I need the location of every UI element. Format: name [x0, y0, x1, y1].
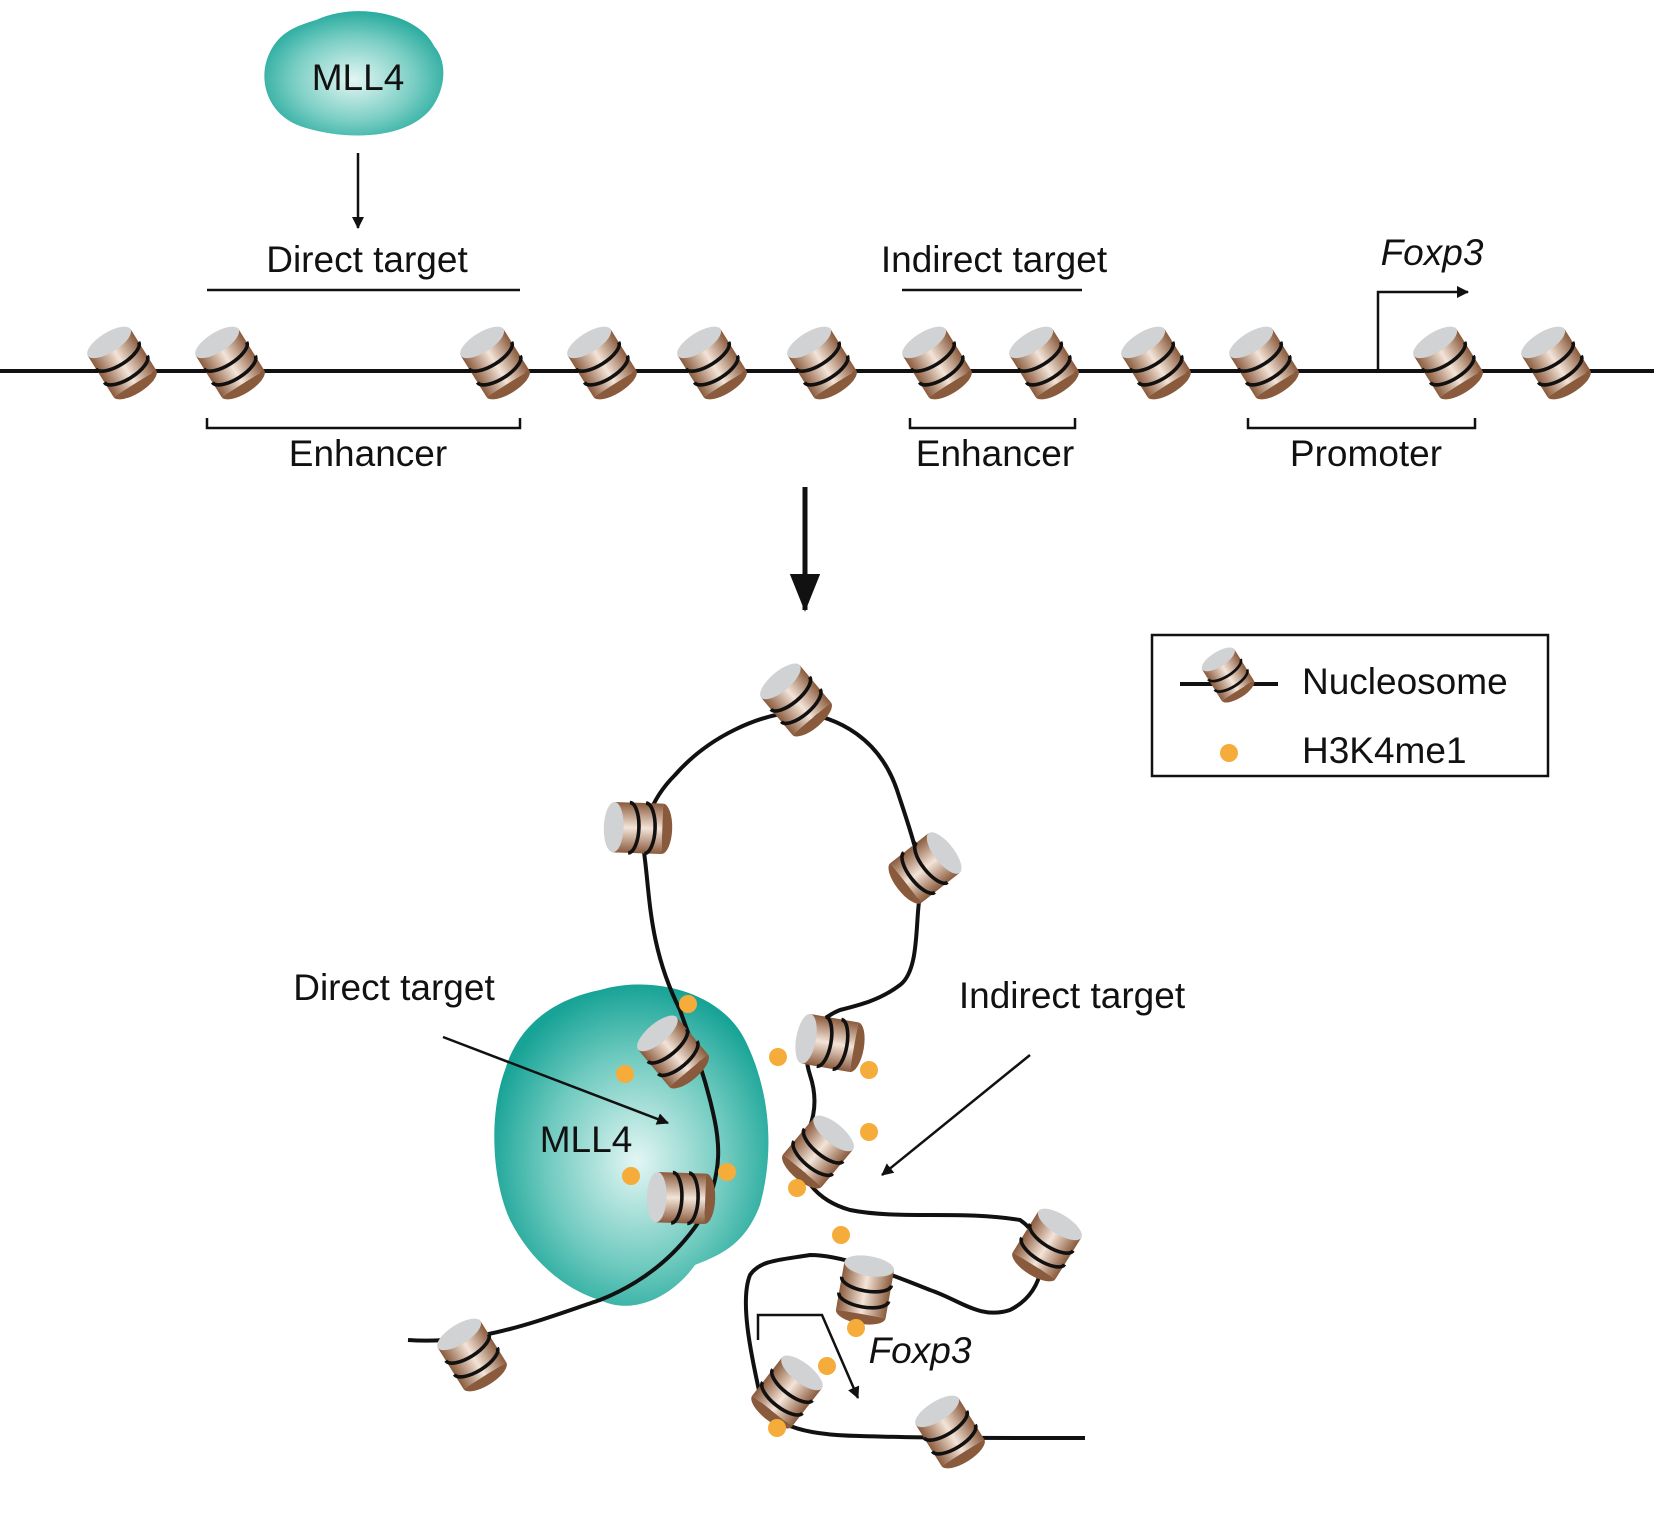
h3k4me1-dot-1 [679, 995, 697, 1013]
h3k4me1-dot-2 [616, 1065, 634, 1083]
nucleosome-top-2 [188, 318, 272, 408]
h3k4me1-dot-4 [718, 1163, 736, 1181]
nucleosome-top-12 [1514, 318, 1598, 408]
enhancer-bracket-2 [908, 418, 1077, 430]
h3k4me1-dot-6 [860, 1061, 878, 1079]
h3k4me1-dot-7 [860, 1123, 878, 1141]
nucleosome-row-top [80, 318, 1598, 408]
mll4-label-top: MLL4 [312, 57, 405, 98]
enhancer-label-2: Enhancer [916, 433, 1074, 474]
nucleosome-top-9 [1114, 318, 1198, 408]
legend-nucleosome-label: Nucleosome [1302, 661, 1508, 702]
legend-h3k4me1-label: H3K4me1 [1302, 730, 1467, 771]
h3k4me1-dot-9 [832, 1226, 850, 1244]
nucleosome-bottom-1 [752, 655, 840, 745]
nucleosome-bottom-8 [1005, 1200, 1089, 1290]
nucleosome-bottom-5 [790, 1010, 870, 1076]
nucleosome-bottom-7 [644, 1169, 718, 1227]
h3k4me1-dot-3 [622, 1167, 640, 1185]
mll4-label-bottom: MLL4 [540, 1119, 633, 1160]
h3k4me1-dot-8 [788, 1179, 806, 1197]
nucleosome-bottom-11 [744, 1347, 830, 1437]
h3k4me1-dot-10 [847, 1319, 865, 1337]
nucleosome-top-4 [560, 318, 644, 408]
indirect-target-pointer [881, 1054, 1031, 1176]
h3k4me1-dot-5 [769, 1048, 787, 1066]
nucleosome-top-1 [80, 318, 164, 408]
h3k4me1-marks [616, 995, 878, 1437]
indirect-target-label-top: Indirect target [881, 239, 1108, 280]
nucleosome-top-10 [1222, 318, 1306, 408]
nucleosome-top-6 [780, 318, 864, 408]
nucleosome-bottom-9 [832, 1250, 898, 1330]
nucleosome-bottom-12 [908, 1387, 992, 1477]
mll4-protein-top [264, 11, 444, 136]
h3k4me1-dot-12 [768, 1419, 786, 1437]
enhancer-label-1: Enhancer [289, 433, 447, 474]
nucleosome-top-7 [895, 318, 979, 408]
promoter-label: Promoter [1290, 433, 1442, 474]
promoter-bracket [1246, 418, 1477, 430]
foxp3-label-bottom: Foxp3 [869, 1330, 972, 1371]
indirect-target-label-bottom: Indirect target [959, 975, 1186, 1016]
nucleosome-bottom-6 [774, 1107, 862, 1197]
nucleosome-bottom-10 [430, 1310, 514, 1400]
nucleosome-bottom-2 [601, 799, 675, 857]
tss-arrow-bottom [756, 1313, 860, 1399]
direct-target-label-top: Direct target [266, 239, 468, 280]
h3k4me1-dot-11 [818, 1357, 836, 1375]
direct-target-label-bottom: Direct target [293, 967, 495, 1008]
h3k4me1-dot-icon [1220, 744, 1238, 762]
nucleosome-top-5 [670, 318, 754, 408]
direct-target-pointer [442, 1035, 669, 1125]
enhancer-bracket-1 [205, 418, 522, 430]
tss-arrow-top [1376, 286, 1469, 371]
nucleosome-bottom-3 [880, 825, 970, 911]
nucleosome-top-8 [1002, 318, 1086, 408]
foxp3-label-top: Foxp3 [1381, 232, 1484, 273]
nucleosome-top-11 [1406, 318, 1490, 408]
nucleosome-top-3 [453, 318, 537, 408]
